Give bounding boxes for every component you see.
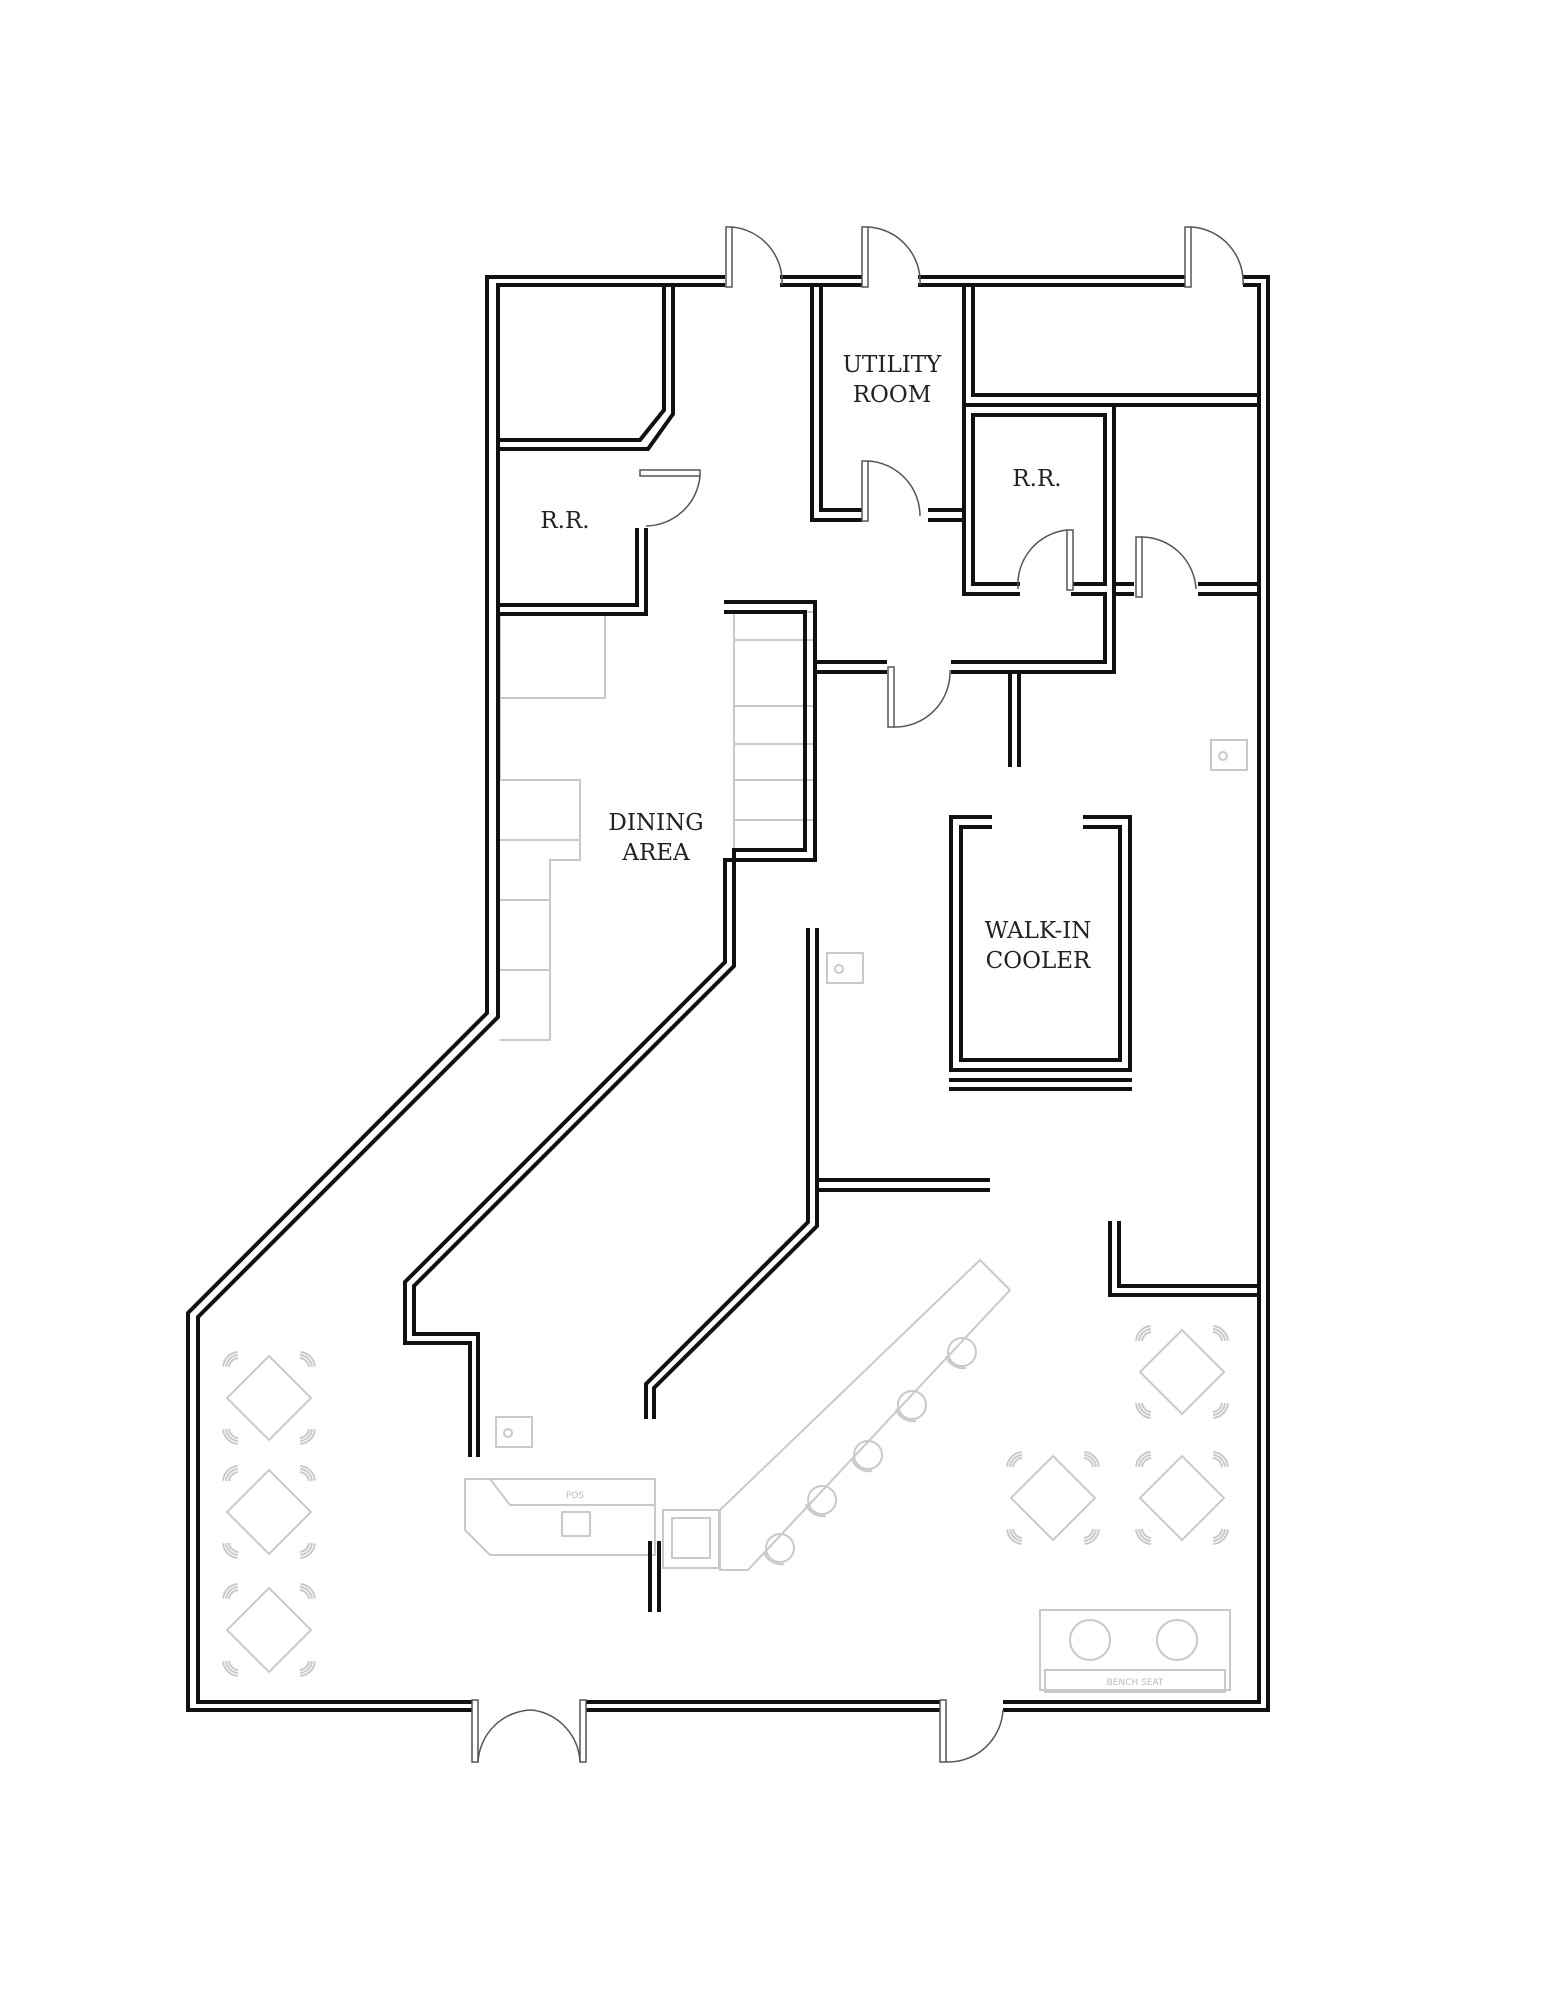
dining-area-label-line1: DINING: [608, 810, 703, 836]
table-with-chairs: [222, 1583, 316, 1677]
booth-seating-left: [499, 613, 606, 1041]
door-utility: [861, 460, 921, 522]
utility-room-label-line1: UTILITY: [843, 352, 943, 378]
restroom-right-label: R.R.: [1012, 466, 1061, 492]
door-top-2: [861, 226, 921, 288]
walls: [186, 275, 1270, 1712]
bench-seat-label: BENCH SEAT: [1107, 1678, 1164, 1688]
sink-fixtures: [495, 739, 1248, 1448]
door-kitchen: [887, 666, 951, 728]
booth-seating-right: [733, 611, 815, 861]
dining-tables: [222, 1325, 1229, 1677]
table-with-chairs: [1006, 1451, 1100, 1545]
bar-stool: [763, 1533, 795, 1566]
dining-area-label-line2: AREA: [621, 840, 690, 866]
door-top-1: [725, 226, 783, 288]
walk-in-cooler-label-line2: COOLER: [986, 948, 1091, 974]
sink-icon: [826, 952, 864, 984]
walk-in-cooler-label-line1: WALK-IN: [985, 918, 1092, 944]
bar-stool: [851, 1440, 883, 1473]
restroom-left-label: R.R.: [540, 508, 589, 534]
table-with-chairs: [222, 1351, 316, 1445]
sink-icon: [495, 1416, 533, 1448]
room-labels: UTILITY ROOM R.R. R.R. DINING AREA WALK-…: [540, 352, 1091, 974]
table-with-chairs: [222, 1465, 316, 1559]
doors: [471, 226, 1244, 1763]
bar-stool: [805, 1485, 837, 1518]
utility-room-label-line2: ROOM: [853, 382, 932, 408]
bar-stools: [763, 1337, 977, 1566]
table-with-chairs: [1135, 1325, 1229, 1419]
bar-stool: [945, 1337, 977, 1370]
sink-icon: [1210, 739, 1248, 771]
door-entry-single: [939, 1699, 1004, 1763]
pos-counter: POS: [464, 1478, 720, 1569]
table-with-chairs: [1135, 1451, 1229, 1545]
door-entry-double: [471, 1699, 587, 1763]
door-restroom-right: [1017, 529, 1074, 591]
door-corridor-right: [1135, 536, 1197, 598]
door-restroom-left: [639, 469, 701, 527]
bar-stool: [895, 1390, 927, 1423]
door-top-3: [1184, 226, 1244, 288]
bar-counter: [719, 1258, 1012, 1571]
bench-seat: BENCH SEAT: [1039, 1609, 1231, 1693]
pos-label: POS: [566, 1491, 585, 1501]
